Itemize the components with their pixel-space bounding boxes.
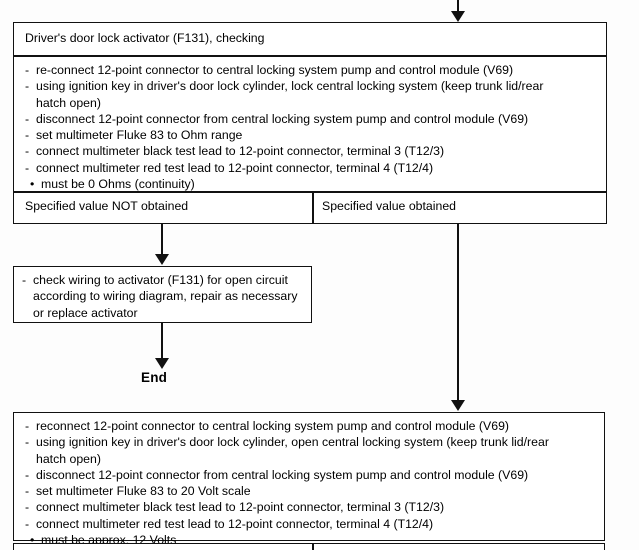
- step-text: disconnect 12-point connector from centr…: [36, 467, 529, 482]
- step-text: set multimeter Fluke 83 to 20 Volt scale: [36, 484, 251, 499]
- list-item: - check wiring to activator (F131) for o…: [22, 272, 304, 321]
- list-item: - re-connect 12-point connector to centr…: [25, 62, 595, 78]
- voltage-block-outcome-column-divider: [312, 543, 314, 550]
- list-item: - connect multimeter red test lead to 12…: [25, 160, 595, 176]
- list-item: - connect multimeter red test lead to 12…: [25, 516, 595, 532]
- step-marker: -: [25, 500, 30, 515]
- list-item: - disconnect 12-point connector from cen…: [25, 111, 595, 127]
- check-block-outcome-column-divider: [312, 191, 314, 224]
- end-arrow-head: [155, 358, 169, 369]
- step-marker: -: [25, 79, 30, 94]
- step-text: connect multimeter black test lead to 12…: [36, 144, 445, 159]
- step-text-continued-2: or replace activator: [33, 305, 138, 320]
- step-marker: -: [22, 273, 27, 287]
- step-marker: -: [25, 160, 30, 175]
- end-node-label: End: [141, 370, 168, 385]
- list-item: - reconnect 12-point connector to centra…: [25, 418, 595, 434]
- step-text-continued: hatch open): [36, 95, 101, 110]
- voltage-block: [13, 412, 605, 541]
- list-item: - set multimeter Fluke 83 to Ohm range: [25, 127, 595, 143]
- step-marker: -: [25, 144, 30, 159]
- incoming-connector-line: [457, 0, 459, 14]
- step-marker: -: [25, 467, 30, 482]
- step-text: connect multimeter black test lead to 12…: [36, 500, 445, 515]
- step-text: must be 0 Ohms (continuity): [41, 177, 195, 192]
- outcome-obtained-label: Specified value obtained: [322, 199, 456, 213]
- step-text: connect multimeter red test lead to 12-p…: [36, 516, 434, 531]
- list-item: - disconnect 12-point connector from cen…: [25, 467, 595, 483]
- repair-block: [13, 266, 312, 323]
- list-item: - set multimeter Fluke 83 to 20 Volt sca…: [25, 483, 595, 499]
- right-branch-arrow-head: [451, 400, 465, 411]
- step-text: disconnect 12-point connector from centr…: [36, 111, 529, 126]
- left-branch-connector-line: [161, 224, 163, 255]
- list-item: - connect multimeter black test lead to …: [25, 499, 595, 515]
- list-item: - connect multimeter black test lead to …: [25, 143, 595, 159]
- list-item: • must be 0 Ohms (continuity): [25, 176, 595, 192]
- outcome-not-obtained-label: Specified value NOT obtained: [25, 199, 189, 213]
- voltage-block-outcome-row-clipped: [13, 543, 605, 550]
- step-text: using ignition key in driver's door lock…: [36, 79, 544, 94]
- right-branch-connector-line: [457, 224, 459, 401]
- list-item: - using ignition key in driver's door lo…: [25, 78, 595, 111]
- check-block-step-list: - re-connect 12-point connector to centr…: [25, 62, 595, 192]
- check-block-header-text: Driver's door lock activator (F131), che…: [25, 31, 265, 45]
- repair-block-step-list: - check wiring to activator (F131) for o…: [22, 272, 304, 321]
- step-marker: -: [25, 516, 30, 531]
- step-text-continued: according to wiring diagram, repair as n…: [33, 289, 298, 304]
- step-text-continued: hatch open): [36, 451, 101, 466]
- step-text: set multimeter Fluke 83 to Ohm range: [36, 128, 243, 143]
- step-text: check wiring to activator (F131) for ope…: [33, 273, 288, 287]
- check-block-header-divider: [13, 55, 607, 57]
- check-block-outcome-divider: [13, 191, 607, 193]
- step-text: using ignition key in driver's door lock…: [36, 435, 549, 450]
- incoming-arrow-head: [451, 11, 465, 22]
- step-text: connect multimeter red test lead to 12-p…: [36, 160, 434, 175]
- step-marker: -: [25, 435, 30, 450]
- step-marker: -: [25, 419, 30, 433]
- end-connector-line: [161, 323, 163, 359]
- step-marker: -: [25, 63, 30, 77]
- left-branch-arrow-head: [155, 254, 169, 265]
- step-text: re-connect 12-point connector to central…: [36, 63, 514, 77]
- step-text: reconnect 12-point connector to central …: [36, 419, 509, 433]
- step-marker: -: [25, 128, 30, 143]
- step-bullet-marker: •: [30, 533, 35, 548]
- list-item: - using ignition key in driver's door lo…: [25, 434, 595, 467]
- step-marker: -: [25, 484, 30, 499]
- step-bullet-marker: •: [30, 177, 35, 192]
- voltage-block-step-list: - reconnect 12-point connector to centra…: [25, 418, 595, 548]
- step-marker: -: [25, 111, 30, 126]
